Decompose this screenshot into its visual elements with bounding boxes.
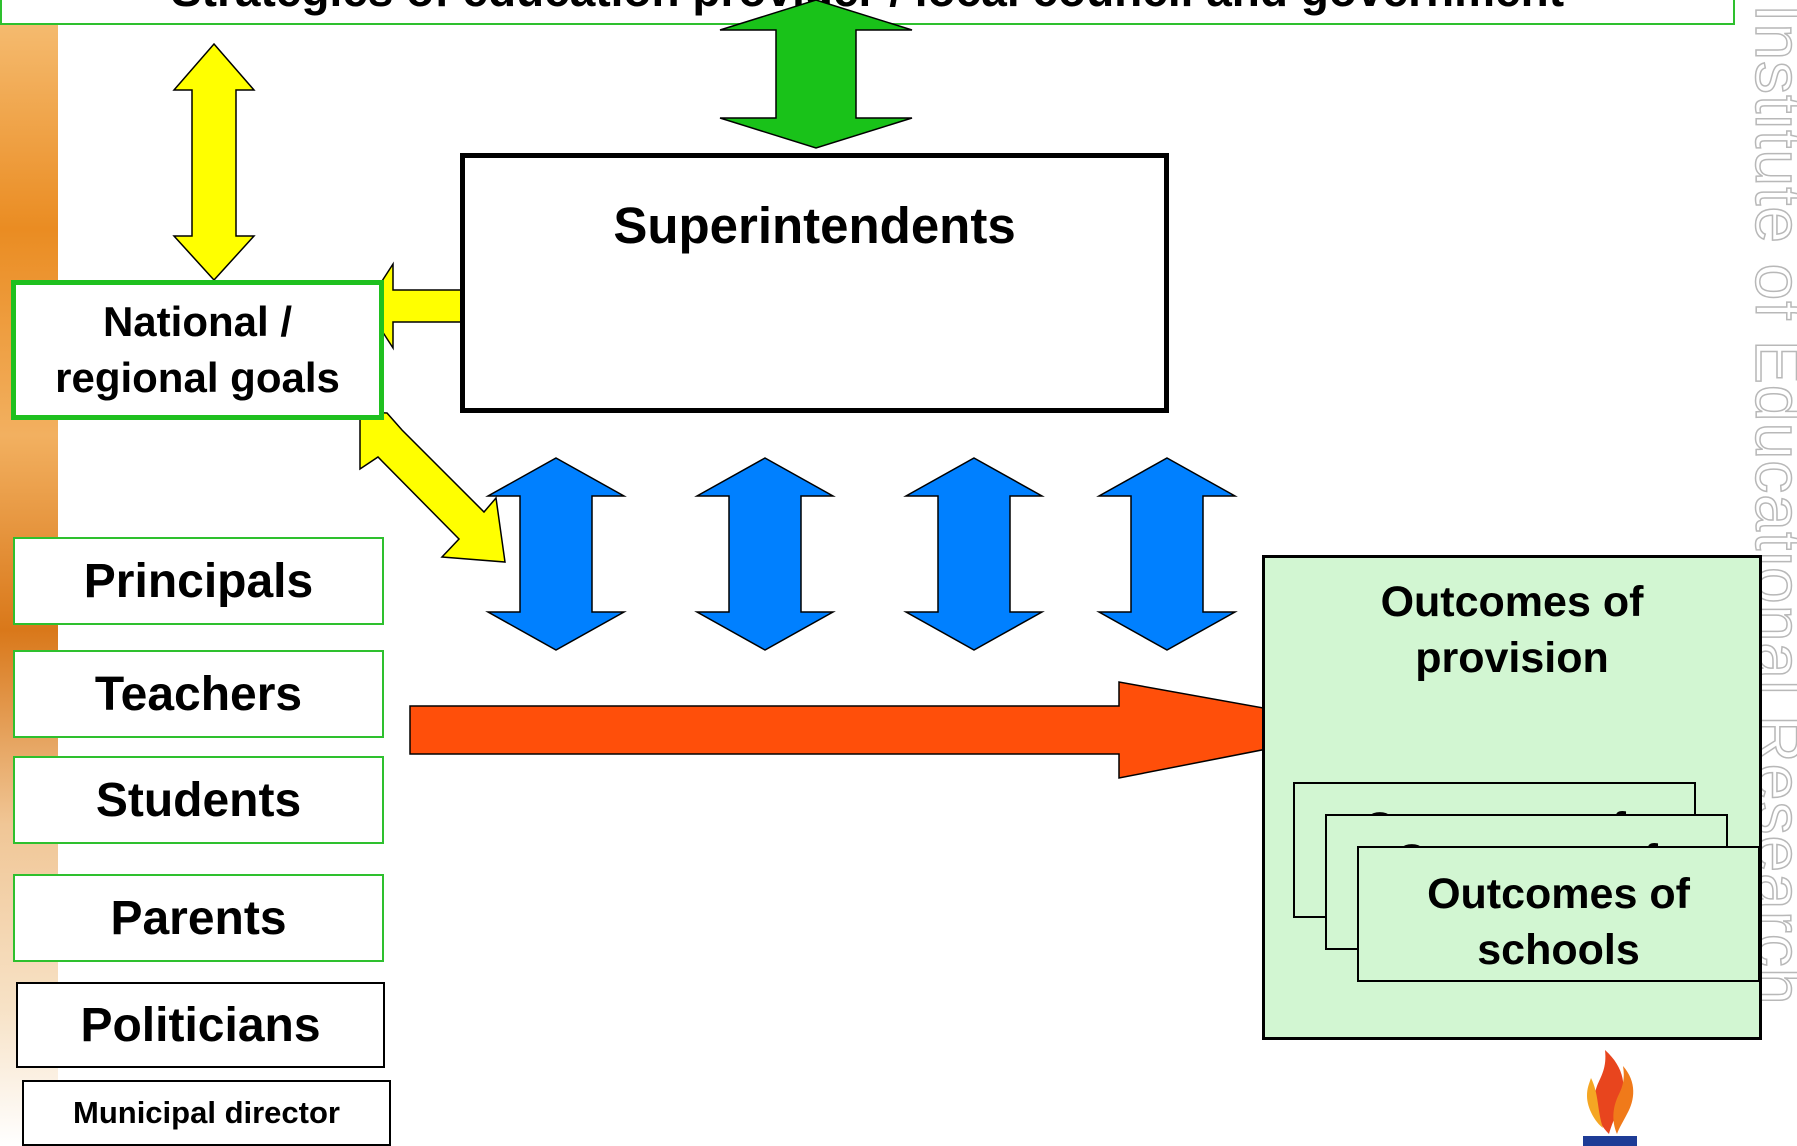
parents-label: Parents: [110, 891, 287, 945]
parents-box: Parents: [13, 874, 384, 962]
school-card-front-line-1: Outcomes of: [1427, 870, 1690, 918]
municipal-director-box: Municipal director: [22, 1080, 391, 1146]
provision-line-2: provision: [1415, 634, 1609, 682]
principals-label: Principals: [83, 554, 314, 608]
provision-line-1: Outcomes of: [1380, 578, 1644, 626]
municipal-director-label: Municipal director: [73, 1095, 340, 1130]
teachers-label: Teachers: [94, 667, 303, 721]
yellow-diagonal-arrow: [359, 411, 506, 563]
blue-double-arrow-3: [903, 457, 1045, 651]
green-double-arrow: [719, 0, 913, 149]
superintendents-box: Superintendents: [460, 153, 1169, 413]
national-regional-goals-box: National / regional goals: [11, 280, 384, 420]
principals-box: Principals: [13, 537, 384, 625]
politicians-box: Politicians: [16, 982, 385, 1068]
students-label: Students: [95, 773, 302, 827]
teachers-box: Teachers: [13, 650, 384, 738]
yellow-vertical-arrow: [172, 42, 256, 282]
goals-line-2: regional goals: [55, 354, 340, 401]
red-arrow: [409, 681, 1375, 779]
goals-line-1: National /: [102, 298, 292, 345]
politicians-label: Politicians: [80, 998, 321, 1052]
superintendents-label: Superintendents: [613, 197, 1016, 254]
blue-double-arrow-1: [485, 457, 627, 651]
students-box: Students: [13, 756, 384, 844]
school-card-front-line-2: schools: [1477, 926, 1640, 974]
blue-double-arrow-2: [694, 457, 836, 651]
school-outcomes-card-front: Outcomes of schools: [1357, 846, 1760, 982]
blue-double-arrow-4: [1096, 457, 1238, 651]
flame-logo-icon: [1583, 1050, 1637, 1146]
